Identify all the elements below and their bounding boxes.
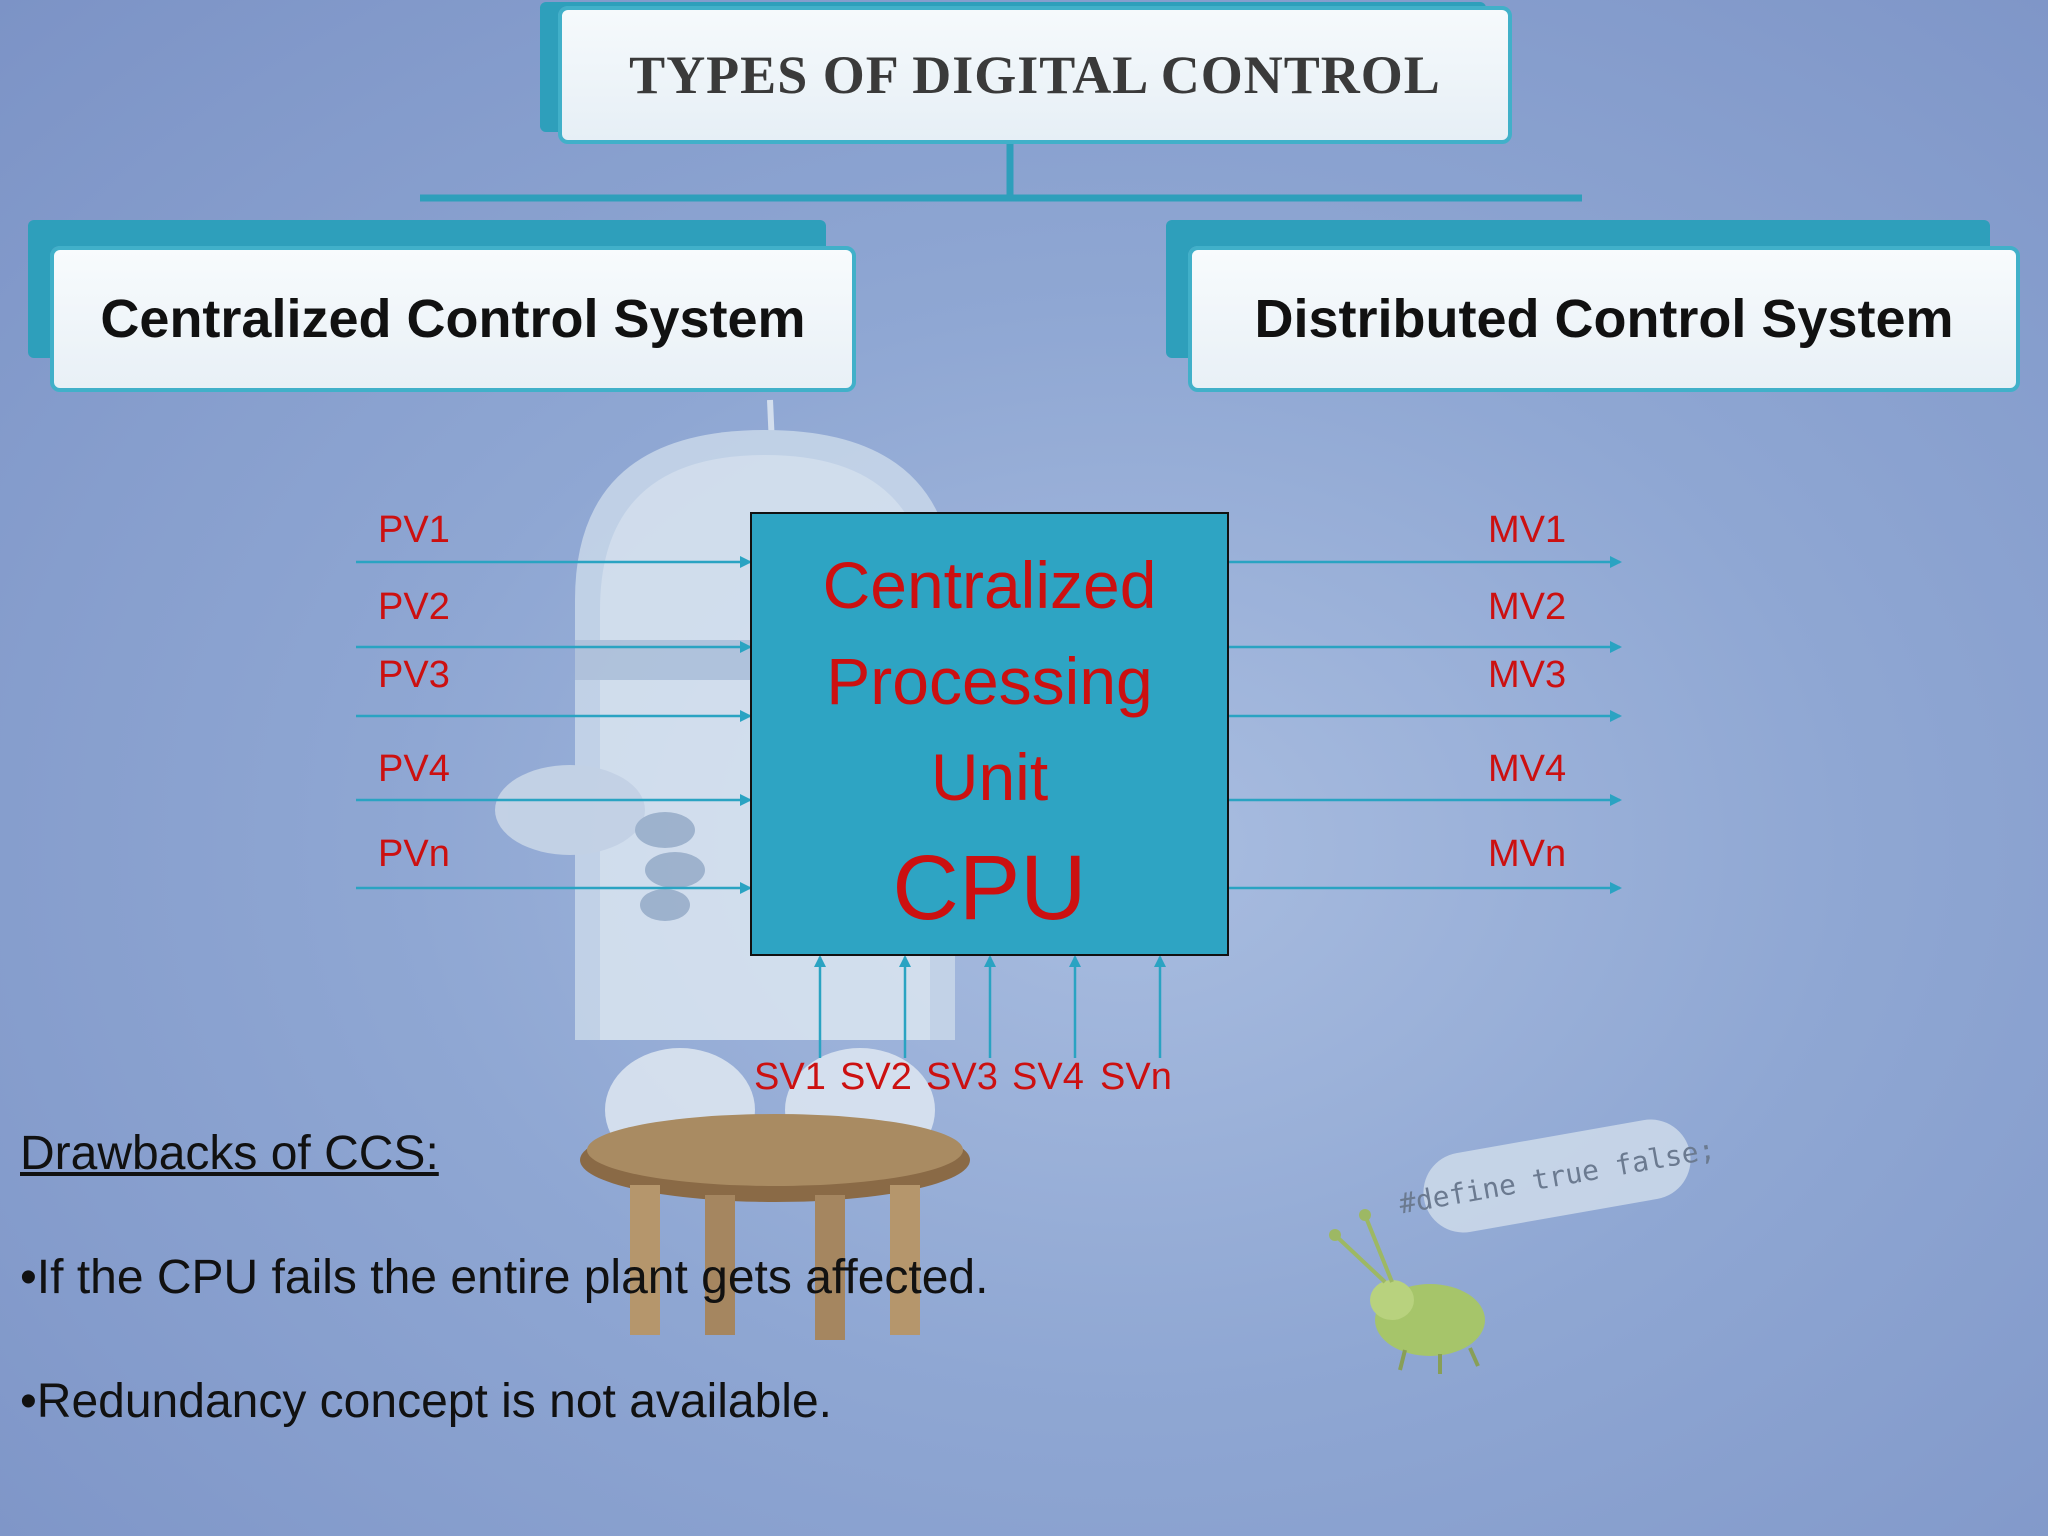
setpoint-label-sv2: SV2 (840, 1056, 912, 1098)
cpu-label-line1: Centralized (822, 548, 1157, 622)
input-label-pv2: PV2 (378, 586, 450, 628)
output-label-mv2: MV2 (1488, 586, 1567, 628)
page-title: TYPES OF DIGITAL CONTROL (629, 45, 1441, 105)
drawbacks-heading: Drawbacks of CCS: (20, 1127, 439, 1180)
input-label-pv1: PV1 (378, 509, 450, 551)
bug-illustration (1329, 1209, 1485, 1374)
setpoint-label-sv4: SV4 (1012, 1056, 1084, 1098)
input-arrows (356, 556, 752, 894)
cpu-label-line4: CPU (892, 837, 1087, 939)
input-label-pv4: PV4 (378, 748, 450, 790)
centralized-system-box: Centralized Control System (50, 246, 856, 392)
setpoint-label-sv1: SV1 (754, 1056, 826, 1098)
cpu-label-line2: Processing (826, 644, 1153, 718)
drawback-item: •Redundancy concept is not available. (20, 1375, 832, 1428)
stool-illustration (580, 1114, 970, 1340)
drawback-item: •If the CPU fails the entire plant gets … (20, 1251, 989, 1304)
tree-connectors (420, 144, 1582, 202)
output-label-mv1: MV1 (1488, 509, 1567, 551)
output-arrows (1229, 556, 1622, 894)
title-box: TYPES OF DIGITAL CONTROL (558, 6, 1512, 144)
distributed-system-box: Distributed Control System (1188, 246, 2020, 392)
centralized-system-label: Centralized Control System (100, 289, 806, 349)
input-label-pv3: PV3 (378, 654, 450, 696)
setpoint-label-sv3: SV3 (926, 1056, 998, 1098)
cpu-box: Centralized Processing Unit CPU (750, 512, 1229, 956)
cpu-label-line3: Unit (930, 740, 1049, 814)
output-label-mv3: MV3 (1488, 654, 1567, 696)
setpoint-arrows (814, 955, 1166, 1058)
input-label-pvn: PVn (378, 833, 450, 875)
output-label-mvn: MVn (1488, 833, 1567, 875)
distributed-system-label: Distributed Control System (1254, 289, 1954, 349)
output-label-mv4: MV4 (1488, 748, 1567, 790)
setpoint-label-svn: SVn (1100, 1056, 1172, 1098)
